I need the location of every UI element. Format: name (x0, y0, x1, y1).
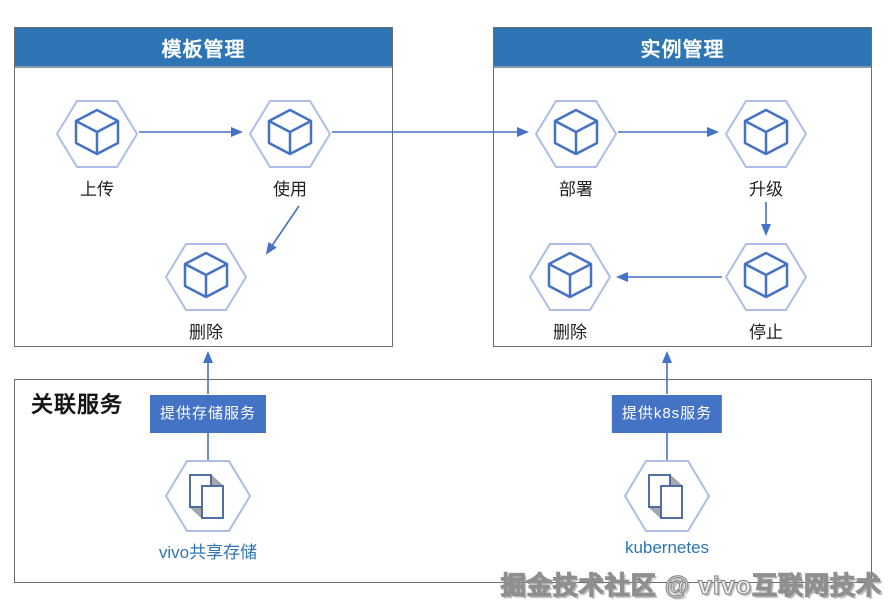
node-upgrade: 升级 (724, 98, 808, 200)
node-label: 停止 (749, 323, 783, 342)
node-label: vivo共享存储 (158, 543, 258, 562)
node-stop: 停止 (724, 241, 808, 343)
node-upload: 上传 (55, 98, 139, 200)
pages-hexagon-icon (164, 460, 252, 532)
related-services-panel: 关联服务 (14, 379, 872, 583)
panel-header-instance: 实例管理 (494, 28, 871, 68)
storage-service-badge: 提供存储服务 (149, 395, 267, 433)
cube-hexagon-icon (724, 100, 808, 168)
cube-hexagon-icon (528, 243, 612, 311)
node-deploy: 部署 (534, 98, 618, 200)
node-label: 上传 (80, 180, 114, 199)
node-label: 升级 (749, 180, 783, 199)
node-label: 使用 (273, 180, 307, 199)
k8s-service-badge: 提供k8s服务 (611, 395, 723, 433)
watermark-text: 掘金技术社区 @ vivo互联网技术 (500, 571, 882, 600)
node-kubernetes-service: kubernetes (623, 458, 711, 558)
node-label: 删除 (189, 323, 223, 342)
node-instance-delete: 删除 (528, 241, 612, 343)
node-label: 部署 (559, 180, 593, 199)
related-services-title: 关联服务 (31, 392, 124, 417)
node-use: 使用 (248, 98, 332, 200)
node-label: 删除 (553, 323, 587, 342)
cube-hexagon-icon (55, 100, 139, 168)
panel-header-template: 模板管理 (15, 28, 392, 68)
cube-hexagon-icon (724, 243, 808, 311)
node-storage-service: vivo共享存储 (159, 458, 257, 563)
pages-hexagon-icon (623, 460, 711, 532)
cube-hexagon-icon (164, 243, 248, 311)
node-label: kubernetes (624, 538, 710, 557)
node-template-delete: 删除 (164, 241, 248, 343)
cube-hexagon-icon (248, 100, 332, 168)
cube-hexagon-icon (534, 100, 618, 168)
